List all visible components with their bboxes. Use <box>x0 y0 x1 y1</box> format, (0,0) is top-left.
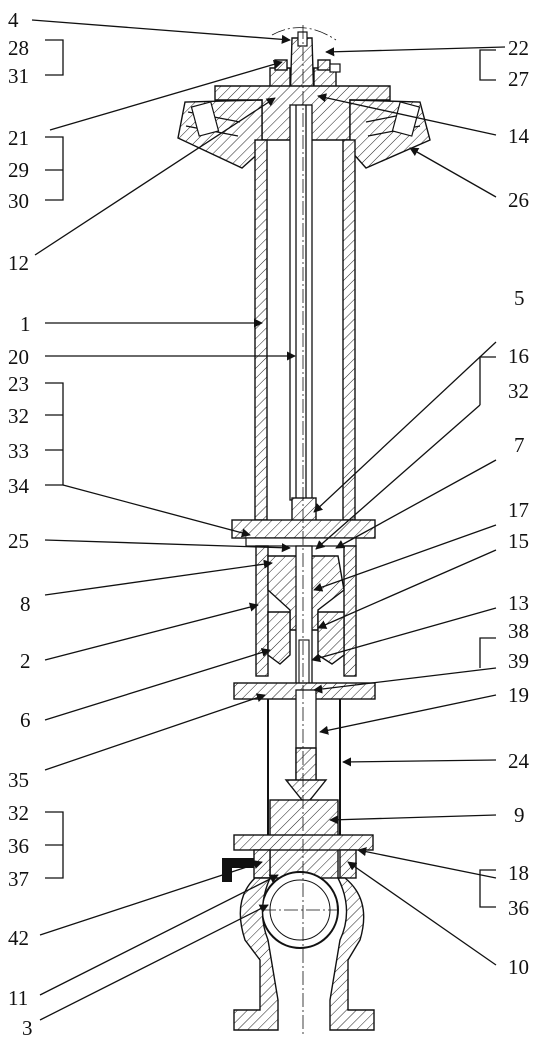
mid-right-wall <box>343 545 357 677</box>
label-18: 18 <box>508 861 529 885</box>
label-2: 2 <box>20 649 31 673</box>
label-26: 26 <box>508 188 529 212</box>
bottom-flange <box>233 834 374 851</box>
label-13: 13 <box>508 591 529 615</box>
label-36-right: 36 <box>508 896 529 920</box>
label-15: 15 <box>508 529 529 553</box>
label-12: 12 <box>8 251 29 275</box>
label-1: 1 <box>20 312 31 336</box>
top-nut-bore <box>297 31 308 47</box>
label-32-right: 32 <box>508 379 529 403</box>
label-11: 11 <box>8 986 28 1010</box>
label-17: 17 <box>508 498 529 522</box>
label-3: 3 <box>22 1016 33 1039</box>
label-32-left-a: 32 <box>8 404 29 428</box>
label-33: 33 <box>8 439 29 463</box>
leaders <box>31 19 506 1021</box>
rod-tip <box>284 779 328 807</box>
label-32-left-b: 32 <box>8 801 29 825</box>
label-4: 4 <box>8 8 19 32</box>
label-27: 27 <box>508 67 529 91</box>
label-20: 20 <box>8 345 29 369</box>
label-7: 7 <box>514 433 525 457</box>
label-24: 24 <box>508 749 530 773</box>
seat-left <box>267 611 291 665</box>
label-37: 37 <box>8 867 29 891</box>
label-39: 39 <box>508 649 529 673</box>
label-5: 5 <box>514 286 525 310</box>
label-28: 28 <box>8 36 29 60</box>
label-34: 34 <box>8 474 30 498</box>
labels-right: 22 27 14 26 5 16 32 7 17 15 13 38 39 19 … <box>508 36 530 979</box>
barrel-left-wall <box>254 139 268 521</box>
label-16: 16 <box>508 344 529 368</box>
seat-right <box>317 611 345 665</box>
label-36-left: 36 <box>8 834 29 858</box>
labels-left: 4 28 31 21 29 30 12 1 20 23 32 33 34 25 … <box>8 8 33 1039</box>
label-38: 38 <box>508 619 529 643</box>
label-14: 14 <box>508 124 530 148</box>
stem <box>289 104 313 501</box>
label-6: 6 <box>20 708 31 732</box>
casing-right <box>329 877 375 1031</box>
label-29: 29 <box>8 158 29 182</box>
label-21: 21 <box>8 126 29 150</box>
cap-arc <box>271 27 337 41</box>
label-23: 23 <box>8 372 29 396</box>
label-22: 22 <box>508 36 529 60</box>
label-35: 35 <box>8 768 29 792</box>
label-42: 42 <box>8 926 29 950</box>
barrel-right-wall <box>342 139 356 521</box>
label-31: 31 <box>8 64 29 88</box>
hydrant-body <box>177 25 431 1035</box>
middle-flange <box>231 519 376 539</box>
label-9: 9 <box>514 803 525 827</box>
label-10: 10 <box>508 955 529 979</box>
drain-lever <box>222 858 254 882</box>
label-8: 8 <box>20 592 31 616</box>
label-19: 19 <box>508 683 529 707</box>
label-25: 25 <box>8 529 29 553</box>
label-30: 30 <box>8 189 29 213</box>
